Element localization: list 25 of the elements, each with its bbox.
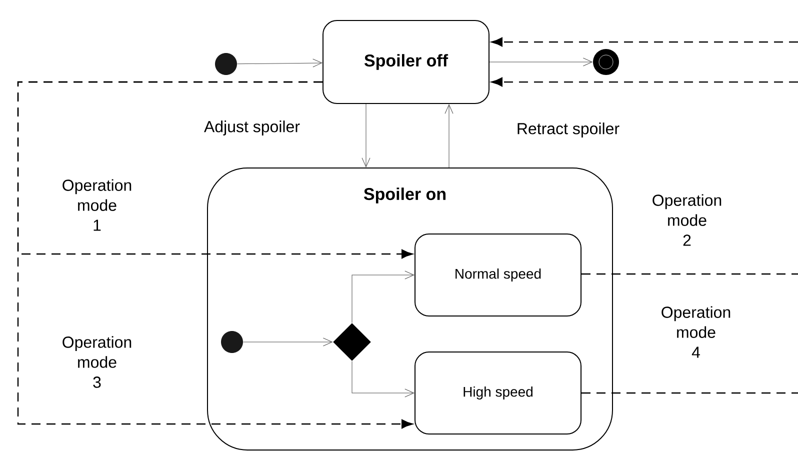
final-state: [593, 49, 619, 75]
edge-label: Retract spoiler: [518, 122, 620, 138]
arrow: [489, 58, 592, 66]
initial-state: [221, 331, 243, 353]
arrow: [444, 104, 454, 168]
arrow: [352, 270, 414, 324]
arrow: [352, 360, 414, 398]
state-box: Normal speed: [414, 234, 582, 316]
edge-label: Operation mode 4: [662, 306, 730, 358]
state-box: High speed: [414, 352, 582, 434]
arrow: [491, 77, 798, 87]
connector-line: [582, 392, 798, 394]
arrow: [491, 37, 798, 47]
state-box: Spoiler off: [322, 20, 490, 104]
arrow: [242, 338, 332, 346]
arrow: [236, 58, 322, 68]
decision-diamond: [333, 323, 371, 361]
edge-label: Operation mode 2: [652, 194, 722, 246]
arrow: [17, 81, 413, 429]
connector-line: [582, 273, 798, 275]
edge-label: Operation mode 1: [62, 179, 132, 231]
edge-label: Operation mode 3: [62, 336, 132, 388]
edge-label: Adjust spoiler: [204, 120, 300, 136]
initial-state: [215, 53, 237, 75]
arrow: [362, 104, 370, 168]
